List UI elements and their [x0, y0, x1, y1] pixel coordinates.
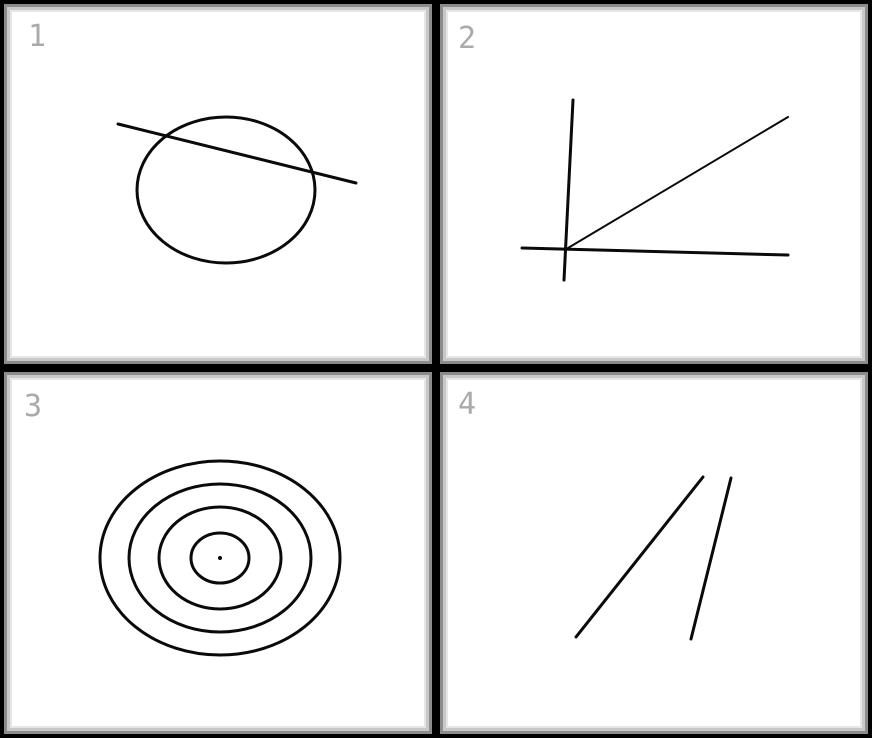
panel-3-ring-3: [157, 505, 283, 611]
panel-2-vertical-line: [562, 98, 575, 282]
panel-3-ring-4: [189, 531, 251, 585]
panel-3-ring-1: [98, 459, 342, 657]
panel-2-horizontal-line: [520, 246, 790, 257]
panel-4-left-line: [574, 475, 705, 639]
panel-3-ring-2: [127, 482, 313, 634]
panel-1: 1: [2, 2, 434, 366]
panel-1-drawing: 1: [28, 19, 358, 265]
panel-3-number: 3: [24, 389, 42, 424]
panel-2: 2: [438, 2, 870, 366]
panel-4-right-line: [689, 476, 733, 641]
panel-1-crossing-line: [116, 122, 358, 185]
panel-1-ellipse: [135, 115, 317, 265]
panel-3-center-dot: [218, 556, 222, 560]
panel-3: 3: [2, 370, 434, 736]
panel-4: 4: [438, 370, 870, 736]
panel-2-diagonal-line: [567, 116, 789, 249]
panel-4-drawing: 4: [458, 387, 733, 641]
panel-2-drawing: 2: [458, 21, 790, 282]
panel-3-drawing: 3: [24, 389, 342, 657]
panel-4-number: 4: [458, 387, 476, 422]
panel-2-number: 2: [458, 21, 476, 56]
panel-1-number: 1: [28, 19, 46, 54]
